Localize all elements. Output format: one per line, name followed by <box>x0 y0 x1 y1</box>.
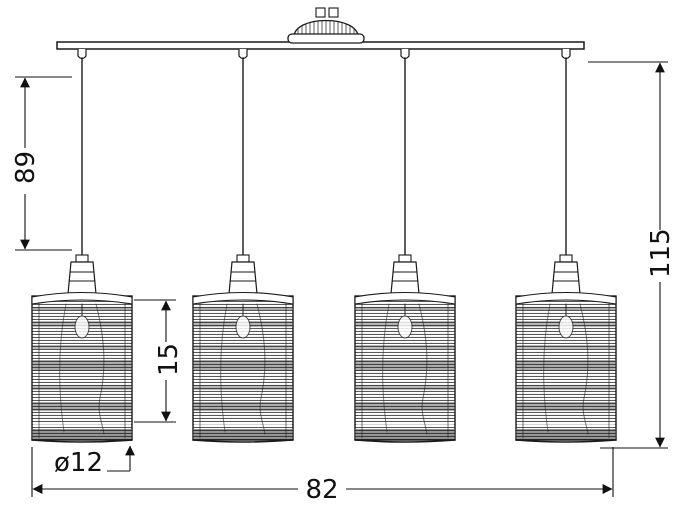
dim-label-overall-width: 82 <box>305 475 338 505</box>
dimension-total-height <box>588 61 668 449</box>
dimension-overall-width <box>31 447 614 497</box>
pendant-2 <box>192 48 294 443</box>
dim-label-shade-diameter: ø12 <box>54 448 103 478</box>
dimension-shade-height <box>134 299 176 423</box>
canopy-flange <box>287 33 365 44</box>
dimension-shade-diameter <box>107 445 135 472</box>
dim-label-drop-height: 89 <box>11 151 41 184</box>
dim-label-shade-height: 15 <box>154 343 184 376</box>
dimension-drop-height <box>15 76 72 251</box>
dim-label-total-height: 115 <box>646 228 676 278</box>
canopy-top-tab-right <box>328 7 339 18</box>
pendant-1 <box>31 48 133 443</box>
canopy <box>287 7 365 44</box>
pendant-4 <box>515 48 617 443</box>
pendant-3 <box>354 48 456 443</box>
canopy-top-tab-left <box>315 7 326 18</box>
